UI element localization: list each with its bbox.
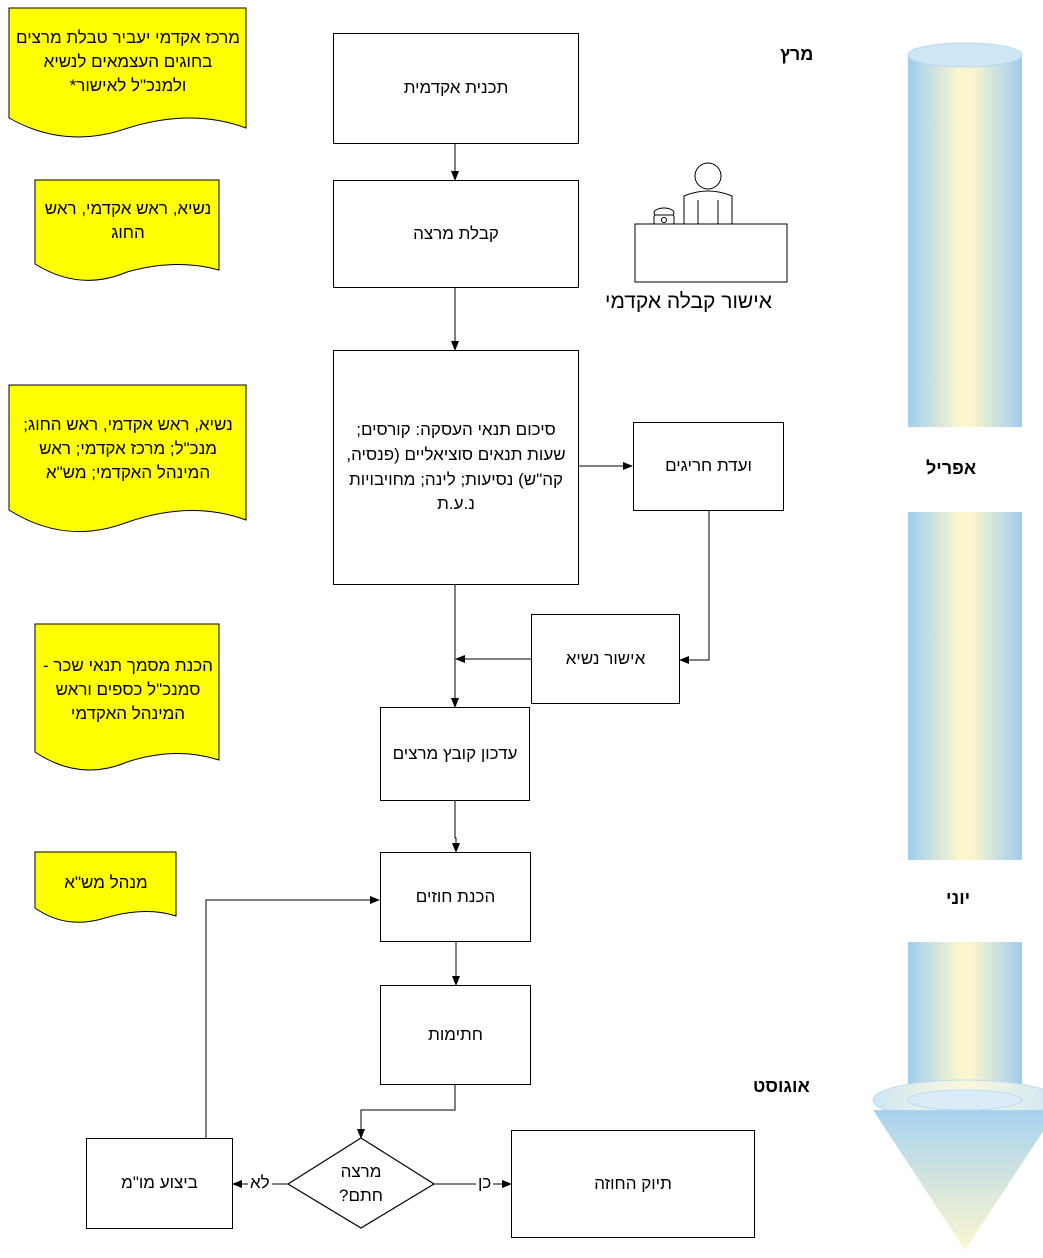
note-shape-2 bbox=[34, 179, 220, 281]
box-signatures: חתימות bbox=[380, 985, 531, 1085]
box-prepare-contracts: הכנת חוזים bbox=[380, 852, 531, 942]
box-employment-summary: סיכום תנאי העסקה: קורסים; שעות תנאים סוצ… bbox=[333, 350, 579, 585]
box-negotiation: ביצוע מו"מ bbox=[86, 1138, 233, 1229]
box-academic-plan: תכנית אקדמית bbox=[333, 33, 579, 144]
edge-label-yes: כן bbox=[476, 1173, 494, 1193]
month-march: מרץ bbox=[780, 44, 814, 64]
arrow-update-to-contracts bbox=[452, 801, 460, 853]
decision-label: מרצה חתם? bbox=[339, 1162, 383, 1205]
box-president-approval: אישור נשיא bbox=[531, 614, 680, 704]
note-shape-1 bbox=[8, 7, 247, 138]
arrow-committee-to-approval bbox=[679, 511, 710, 664]
edge-label-no: לא bbox=[248, 1173, 272, 1193]
note-president-heads: נשיא, ראש אקדמי, ראש החוג bbox=[44, 199, 212, 242]
note-shape-5 bbox=[34, 851, 177, 923]
note-shape-3 bbox=[8, 384, 247, 533]
month-april: אפריל bbox=[926, 458, 977, 478]
month-august: אוגוסט bbox=[753, 1076, 810, 1096]
decision-diamond bbox=[286, 1137, 436, 1229]
reception-caption: אישור קבלה אקדמי bbox=[605, 290, 772, 313]
arrow-signatures-to-decision bbox=[357, 1085, 456, 1139]
timeline-arrow bbox=[872, 42, 1043, 1250]
note-shape-4 bbox=[34, 623, 220, 771]
month-june: יוני bbox=[946, 888, 971, 908]
reception-desk-icon bbox=[634, 162, 788, 283]
note-academic-center: מרכז אקדמי יעביר טבלת מרצים בחוגים העצמא… bbox=[16, 28, 240, 95]
note-stakeholders: נשיא, ראש אקדמי, ראש החוג; מנכ"ל; מרכז א… bbox=[23, 415, 233, 482]
box-lecturer-reception: קבלת מרצה bbox=[333, 180, 579, 288]
arrow-followup-to-contracts bbox=[205, 896, 380, 1138]
box-exceptions-committee: ועדת חריגים bbox=[633, 422, 784, 511]
note-salary-document: הכנת מסמך תנאי שכר - סמנכ"ל כספים וראש ה… bbox=[43, 656, 213, 723]
box-update-lecturer-file: עדכון קובץ מרצים bbox=[380, 707, 530, 801]
box-file-contract: תיוק החוזה bbox=[511, 1130, 755, 1238]
note-hr-manager: מנהל מש"א bbox=[64, 873, 148, 893]
